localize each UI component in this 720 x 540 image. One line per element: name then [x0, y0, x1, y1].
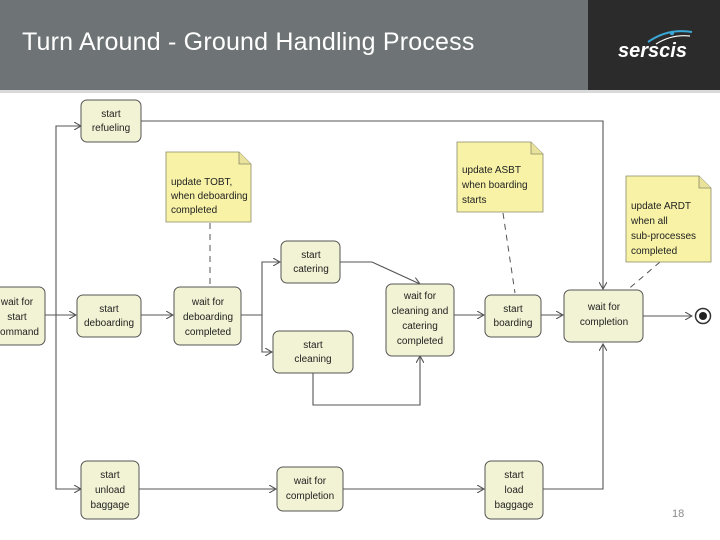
svg-text:deboarding: deboarding: [84, 318, 134, 329]
edge-command-to-refueling: [45, 126, 81, 316]
svg-text:baggage: baggage: [495, 500, 534, 511]
logo: serscis: [588, 0, 720, 90]
node-start-load-baggage: start load baggage: [484, 460, 544, 520]
svg-text:start: start: [303, 340, 323, 351]
svg-text:cleaning: cleaning: [294, 354, 331, 365]
svg-text:when deboarding: when deboarding: [170, 191, 248, 202]
slide-title: Turn Around - Ground Handling Process: [22, 28, 475, 56]
svg-text:when boarding: when boarding: [461, 180, 528, 191]
svg-text:catering: catering: [402, 321, 438, 332]
svg-text:completed: completed: [631, 246, 677, 257]
node-wait-for-completion-baggage: wait for completion: [276, 466, 344, 512]
svg-text:unload: unload: [95, 485, 125, 496]
edge-cleaning-to-waitcc: [312, 356, 420, 406]
svg-text:start: start: [301, 250, 321, 261]
svg-text:start: start: [504, 470, 524, 481]
note-link-ardt: [624, 261, 661, 293]
node-start-cleaning: start cleaning: [272, 330, 354, 374]
edge-catering-to-waitcc: [340, 261, 420, 284]
svg-text:deboarding: deboarding: [183, 312, 233, 323]
note-update-ardt: update ARDT when all sub-processes compl…: [625, 175, 712, 263]
header-divider: [0, 90, 720, 93]
svg-text:completion: completion: [286, 491, 334, 502]
svg-text:catering: catering: [293, 264, 329, 275]
svg-text:start: start: [100, 470, 120, 481]
edge-load-to-completion: [543, 344, 603, 490]
node-wait-for-deboarding-completed: wait for deboarding completed: [173, 286, 242, 346]
svg-text:wait for: wait for: [587, 302, 621, 313]
svg-text:wait for: wait for: [293, 476, 327, 487]
svg-text:boarding: boarding: [494, 318, 533, 329]
svg-text:start: start: [7, 312, 27, 323]
svg-text:load: load: [505, 485, 524, 496]
slide-header: Turn Around - Ground Handling Process se…: [0, 0, 720, 90]
svg-text:baggage: baggage: [91, 500, 130, 511]
note-update-tobt: update TOBT, when deboarding completed: [165, 151, 252, 223]
node-start-unload-baggage: start unload baggage: [80, 460, 140, 520]
node-start-catering: start catering: [280, 240, 341, 284]
svg-text:command: command: [0, 327, 39, 338]
node-wait-for-start-command: wait for start command: [0, 286, 46, 346]
process-diagram: wait for start command start refueling s…: [0, 99, 712, 520]
svg-text:completed: completed: [171, 205, 217, 216]
svg-text:completed: completed: [185, 327, 231, 338]
node-start-boarding: start boarding: [484, 294, 542, 338]
logo-text: serscis: [618, 40, 687, 62]
final-state-icon: [694, 307, 712, 325]
svg-text:wait for: wait for: [191, 297, 225, 308]
node-wait-for-completion: wait for completion: [563, 289, 644, 343]
svg-text:when all: when all: [630, 216, 668, 227]
svg-text:start: start: [101, 109, 121, 120]
svg-text:update ASBT: update ASBT: [462, 165, 521, 176]
title-bar: Turn Around - Ground Handling Process: [0, 0, 588, 90]
note-link-asbt: [502, 212, 516, 294]
svg-text:update ARDT: update ARDT: [631, 201, 691, 212]
svg-text:wait for: wait for: [403, 291, 437, 302]
edge-wait-to-catering: [241, 262, 280, 316]
edge-wait-to-cleaning: [261, 315, 272, 352]
svg-text:start: start: [503, 304, 523, 315]
node-start-refueling: start refueling: [80, 99, 142, 143]
edge-command-to-unload: [55, 315, 81, 489]
edges: [45, 120, 692, 490]
node-wait-for-cleaning-and-catering-completed: wait for cleaning and catering completed: [385, 283, 455, 357]
satellite-swoosh-icon: [647, 30, 693, 45]
svg-text:cleaning and: cleaning and: [392, 306, 449, 317]
svg-text:update TOBT,: update TOBT,: [171, 177, 232, 188]
svg-text:starts: starts: [462, 195, 486, 206]
svg-text:sub-processes: sub-processes: [631, 231, 696, 242]
slide-number: 18: [672, 508, 685, 520]
svg-text:start: start: [99, 304, 119, 315]
svg-text:wait for: wait for: [0, 297, 34, 308]
note-update-asbt: update ASBT when boarding starts: [456, 141, 544, 213]
svg-text:completed: completed: [397, 336, 443, 347]
edge-refueling-to-completion: [141, 120, 603, 289]
svg-text:completion: completion: [580, 317, 628, 328]
svg-text:refueling: refueling: [92, 123, 130, 134]
node-start-deboarding: start deboarding: [76, 294, 142, 338]
